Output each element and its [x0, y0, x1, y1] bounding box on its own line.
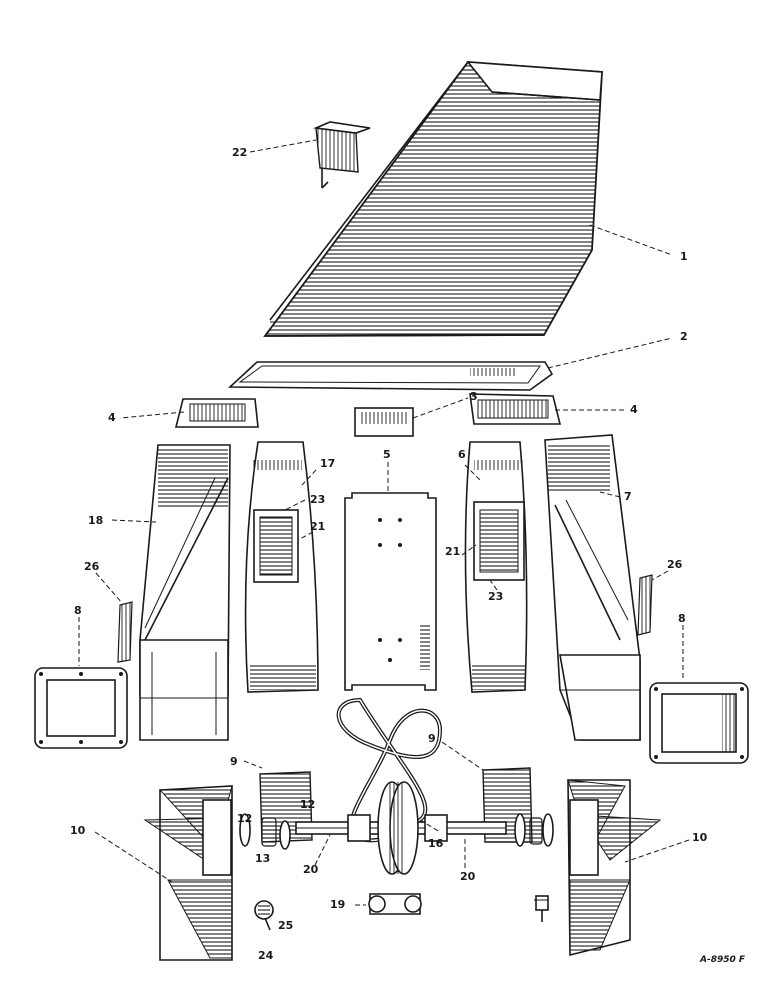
drawing-reference: A-8950 F	[699, 955, 746, 965]
callout-2: 2	[680, 330, 688, 343]
callout-13: 13	[255, 852, 270, 865]
part-plate	[354, 407, 414, 437]
part-flange-right	[469, 393, 562, 425]
callout-8-right: 8	[678, 612, 686, 625]
part-bearing-left	[239, 813, 291, 850]
part-link	[368, 893, 422, 915]
callout-4-right: 4	[630, 403, 638, 416]
part-fan-right	[567, 779, 662, 957]
callout-22: 22	[232, 146, 247, 159]
callout-23-right: 23	[488, 590, 503, 603]
part-bracket	[312, 121, 371, 189]
callout-9-left: 9	[230, 755, 238, 768]
part-hood	[263, 61, 603, 337]
callout-19: 19	[330, 898, 345, 911]
part-fitting-left	[254, 900, 274, 931]
callout-12-right: 12	[300, 798, 315, 811]
callout-25: 25	[278, 919, 293, 932]
callout-20-left: 20	[303, 863, 319, 876]
part-right-housing	[544, 434, 641, 741]
part-center-stand	[344, 492, 437, 691]
callout-17: 17	[320, 457, 335, 470]
callout-26-right: 26	[667, 558, 683, 571]
callout-23-left: 23	[310, 493, 325, 506]
leader-lines	[78, 139, 690, 906]
callout-1: 1	[680, 250, 688, 263]
part-frame-left	[34, 667, 128, 749]
part-bearing-right	[514, 813, 554, 847]
callout-24: 24	[258, 949, 274, 962]
part-pulley	[377, 781, 419, 875]
part-base-frame	[227, 361, 554, 391]
callout-7: 7	[624, 490, 632, 503]
part-flange-left	[174, 398, 259, 428]
callouts: 1 2 3 4 4 5 6 7 8 8 9 9 10 10 12 12 13 1…	[70, 146, 708, 962]
callout-16: 16	[428, 837, 444, 850]
part-fan-left	[143, 785, 233, 961]
part-tab-left	[117, 601, 133, 663]
callout-9-right: 9	[428, 732, 436, 745]
callout-8-left: 8	[74, 604, 82, 617]
callout-18: 18	[88, 514, 103, 527]
part-fitting-right	[534, 895, 549, 922]
callout-21-right: 21	[445, 545, 460, 558]
part-scroll-left	[244, 441, 319, 693]
part-belt	[336, 697, 443, 843]
callout-20-right: 20	[460, 870, 476, 883]
callout-3: 3	[470, 390, 478, 403]
part-scroll-right	[464, 441, 528, 693]
callout-6: 6	[458, 448, 466, 461]
callout-12-left: 12	[237, 812, 252, 825]
callout-21-left: 21	[310, 520, 325, 533]
callout-10-right: 10	[692, 831, 708, 844]
part-frame-right	[649, 682, 749, 764]
callout-4-left: 4	[108, 411, 116, 424]
callout-26-left: 26	[84, 560, 100, 573]
callout-10-left: 10	[70, 824, 86, 837]
part-left-housing	[139, 444, 231, 741]
part-tab-right	[637, 574, 653, 636]
callout-5: 5	[383, 448, 391, 461]
